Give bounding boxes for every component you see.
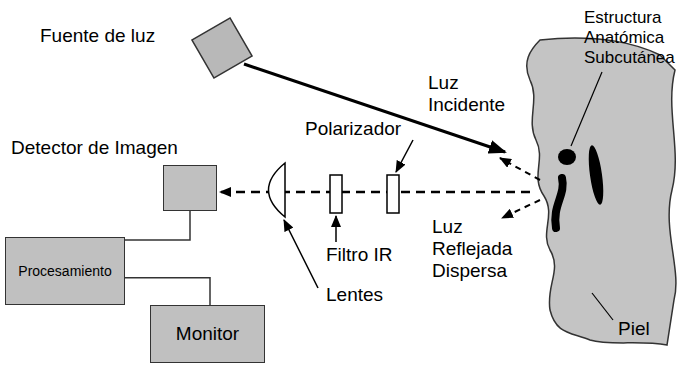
source-label: Fuente de luz xyxy=(40,25,155,47)
structure-dot xyxy=(558,149,576,165)
processing-box: Procesamiento xyxy=(5,237,125,305)
monitor-box: Monitor xyxy=(150,305,265,363)
filter-label: Filtro IR xyxy=(326,244,393,266)
node-text: Procesamiento xyxy=(18,263,111,279)
structure-shape xyxy=(555,178,562,228)
node-heading: Detector de Imagen xyxy=(11,137,178,159)
polarizer-label: Polarizador xyxy=(305,118,401,140)
ir-filter xyxy=(330,175,342,213)
pointer-arrow xyxy=(335,216,337,242)
lens xyxy=(269,163,286,217)
skin-label: Piel xyxy=(618,318,650,340)
light-label: Luz Reflejada Dispersa xyxy=(432,216,530,282)
scatter-arrow xyxy=(500,158,540,180)
skin-outline xyxy=(527,38,676,345)
lens-label: Lentes xyxy=(326,284,383,306)
structure-shape xyxy=(586,144,606,205)
image-detector: Detector de Imagen xyxy=(163,165,217,211)
light-source xyxy=(192,18,252,78)
polarizer xyxy=(387,175,399,213)
light-label: Luz Incidente xyxy=(428,72,520,116)
connector-wire xyxy=(65,211,190,240)
leader-line xyxy=(571,72,602,146)
scatter-arrow xyxy=(502,200,540,218)
reflected-arrow xyxy=(220,191,530,194)
pointer-arrow xyxy=(396,140,413,172)
pointer-arrow xyxy=(284,220,318,288)
node-text: Monitor xyxy=(176,323,239,345)
structure-label: Estructura Anatómica Subcutánea xyxy=(584,8,686,68)
leader-line xyxy=(592,293,613,320)
